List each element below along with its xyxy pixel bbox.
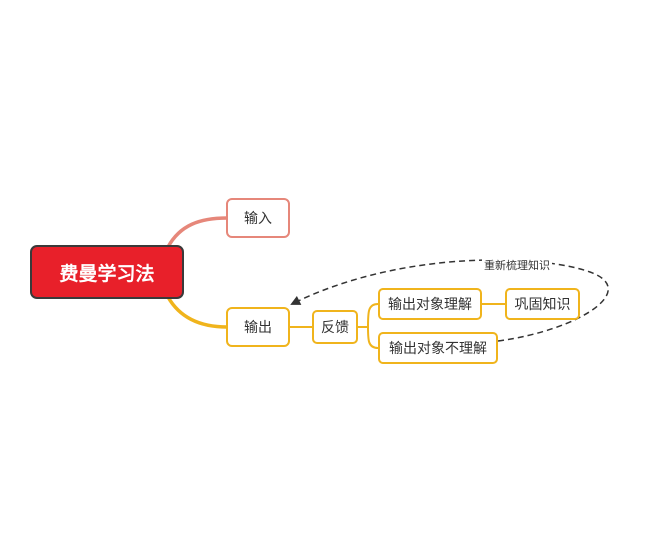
branch-root-to-input (166, 216, 229, 249)
node-input[interactable]: 输入 (226, 198, 290, 238)
node-feedback[interactable]: 反馈 (312, 310, 358, 344)
node-output[interactable]: 输出 (226, 307, 290, 347)
branch-to-understand (367, 303, 379, 328)
root-node[interactable]: 费曼学习法 (30, 245, 184, 299)
node-not-understand[interactable]: 输出对象不理解 (378, 332, 498, 364)
branch-root-to-output (166, 295, 229, 329)
branch-to-not-understand (367, 326, 379, 349)
loop-arrow (290, 259, 609, 342)
node-consolidate[interactable]: 巩固知识 (505, 288, 580, 320)
node-understand[interactable]: 输出对象理解 (378, 288, 482, 320)
loop-label: 重新梳理知识 (482, 257, 552, 273)
